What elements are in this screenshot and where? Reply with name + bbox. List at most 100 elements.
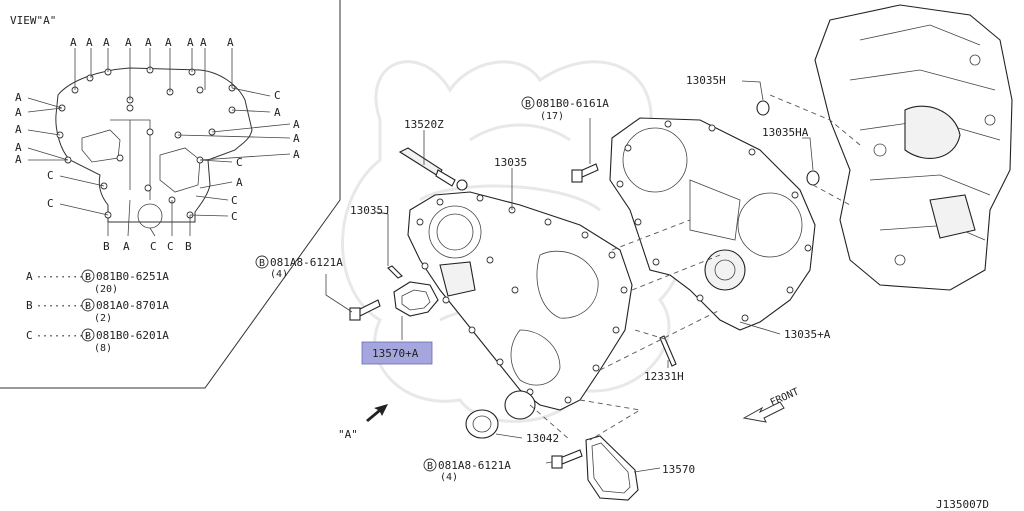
svg-text:(20): (20) bbox=[94, 284, 118, 295]
svg-text:081A0-8701A: 081A0-8701A bbox=[96, 299, 169, 312]
svg-text:B: B bbox=[85, 272, 91, 283]
svg-text:(17): (17) bbox=[540, 111, 564, 122]
bolt-081b0-6161a bbox=[571, 163, 599, 183]
view-panel-border bbox=[0, 0, 341, 389]
view-left-window bbox=[81, 129, 121, 163]
label-081b0-6161a[interactable]: B 081B0-6161A (17) bbox=[521, 96, 609, 122]
svg-text:B: B bbox=[103, 240, 110, 253]
svg-text:C: C bbox=[274, 89, 281, 102]
rear-cover-bolt-holes bbox=[616, 120, 812, 322]
label-13042[interactable]: 13042 bbox=[526, 432, 559, 445]
svg-text:A: A bbox=[293, 132, 300, 145]
diagram-id: J135007D bbox=[936, 498, 989, 511]
bolt-b-icon bbox=[81, 298, 95, 312]
label-12331h[interactable]: 12331H bbox=[644, 370, 684, 383]
svg-text:A: A bbox=[236, 176, 243, 189]
view-right-letters: C A A A A C A C C bbox=[231, 89, 300, 223]
dipstick-guide bbox=[398, 147, 468, 191]
view-left-letters: A A A A A C C bbox=[15, 91, 54, 210]
svg-text:·········: ········· bbox=[36, 272, 90, 283]
svg-text:A: A bbox=[103, 36, 110, 49]
svg-text:B: B bbox=[427, 461, 433, 472]
view-leader-lines bbox=[27, 48, 291, 237]
svg-text:A: A bbox=[15, 153, 22, 166]
svg-text:B: B bbox=[26, 299, 33, 312]
view-marker-label: "A" bbox=[338, 428, 358, 441]
svg-text:C: C bbox=[150, 240, 157, 253]
svg-text:081A8-6121A: 081A8-6121A bbox=[270, 256, 343, 269]
rear-timing-cover bbox=[609, 117, 816, 331]
label-13035j[interactable]: 13035J bbox=[350, 204, 390, 217]
svg-text:B: B bbox=[259, 258, 265, 269]
gasket-13570-a bbox=[393, 281, 439, 317]
svg-text:C: C bbox=[167, 240, 174, 253]
svg-text:A: A bbox=[15, 123, 22, 136]
label-13035[interactable]: 13035 bbox=[494, 156, 527, 169]
svg-text:B: B bbox=[525, 99, 531, 110]
svg-text:A: A bbox=[26, 270, 33, 283]
svg-text:A: A bbox=[165, 36, 172, 49]
legend-row-c: C ········· B 081B0-6201A (8) bbox=[26, 328, 169, 354]
svg-text:(4): (4) bbox=[440, 472, 458, 483]
svg-text:081B0-6251A: 081B0-6251A bbox=[96, 270, 169, 283]
bolt-081a8-top bbox=[349, 299, 381, 321]
svg-text:·········: ········· bbox=[36, 301, 90, 312]
svg-text:A: A bbox=[15, 106, 22, 119]
view-crank-hole bbox=[137, 203, 163, 229]
svg-text:C: C bbox=[26, 329, 33, 342]
label-13570-a[interactable]: 13570+A bbox=[361, 341, 433, 365]
engine-block bbox=[814, 4, 1013, 291]
svg-text:A: A bbox=[15, 91, 22, 104]
svg-text:(4): (4) bbox=[270, 269, 288, 280]
part-leader-lines bbox=[325, 80, 814, 473]
bolt-b-icon bbox=[521, 96, 535, 110]
bolt-b-icon bbox=[81, 269, 95, 283]
front-label: FRONT bbox=[769, 386, 801, 408]
label-13035h[interactable]: 13035H bbox=[686, 74, 726, 87]
svg-text:C: C bbox=[231, 194, 238, 207]
o-ring-13035h bbox=[756, 100, 770, 116]
view-direction-arrow-icon bbox=[366, 404, 388, 422]
label-13520z[interactable]: 13520Z bbox=[404, 118, 444, 131]
view-title: VIEW"A" bbox=[10, 14, 56, 27]
view-bolt-dots bbox=[56, 66, 236, 219]
front-timing-cover bbox=[407, 191, 633, 411]
svg-text:081B0-6201A: 081B0-6201A bbox=[96, 329, 169, 342]
svg-text:A: A bbox=[15, 141, 22, 154]
svg-text:A: A bbox=[145, 36, 152, 49]
svg-text:A: A bbox=[293, 118, 300, 131]
svg-text:081A8-6121A: 081A8-6121A bbox=[438, 459, 511, 472]
label-13570[interactable]: 13570 bbox=[662, 463, 695, 476]
svg-text:C: C bbox=[47, 169, 54, 182]
label-081a8-6121a-bottom[interactable]: B 081A8-6121A (4) bbox=[423, 458, 511, 483]
svg-text:B: B bbox=[85, 301, 91, 312]
svg-text:13570+A: 13570+A bbox=[372, 347, 419, 360]
bolt-legend: A ········· B 081B0-6251A (20) B ·······… bbox=[26, 269, 169, 354]
svg-text:A: A bbox=[70, 36, 77, 49]
view-cover-outline bbox=[55, 67, 253, 223]
view-a-panel: VIEW"A" bbox=[0, 0, 341, 389]
label-13035ha[interactable]: 13035HA bbox=[762, 126, 809, 139]
svg-text:A: A bbox=[274, 106, 281, 119]
assembly-dashed-lines bbox=[529, 94, 861, 441]
bolt-b-icon bbox=[255, 255, 269, 269]
svg-text:A: A bbox=[125, 36, 132, 49]
svg-text:C: C bbox=[47, 197, 54, 210]
gasket-13570 bbox=[585, 435, 639, 501]
svg-text:A: A bbox=[187, 36, 194, 49]
svg-text:A: A bbox=[200, 36, 207, 49]
svg-text:A: A bbox=[293, 148, 300, 161]
svg-text:B: B bbox=[185, 240, 192, 253]
view-bottom-letters: B A C C B bbox=[103, 240, 192, 253]
view-center-ribs bbox=[110, 119, 151, 200]
label-081a8-6121a-top[interactable]: B 081A8-6121A (4) bbox=[255, 255, 343, 280]
svg-text:081B0-6161A: 081B0-6161A bbox=[536, 97, 609, 110]
label-13035-a[interactable]: 13035+A bbox=[784, 328, 831, 341]
dowel-pin-12331h bbox=[659, 335, 677, 367]
svg-text:·········: ········· bbox=[36, 331, 90, 342]
svg-text:(2): (2) bbox=[94, 313, 112, 324]
dowel-pin-13035j bbox=[387, 265, 403, 279]
svg-text:(8): (8) bbox=[94, 343, 112, 354]
svg-text:A: A bbox=[123, 240, 130, 253]
